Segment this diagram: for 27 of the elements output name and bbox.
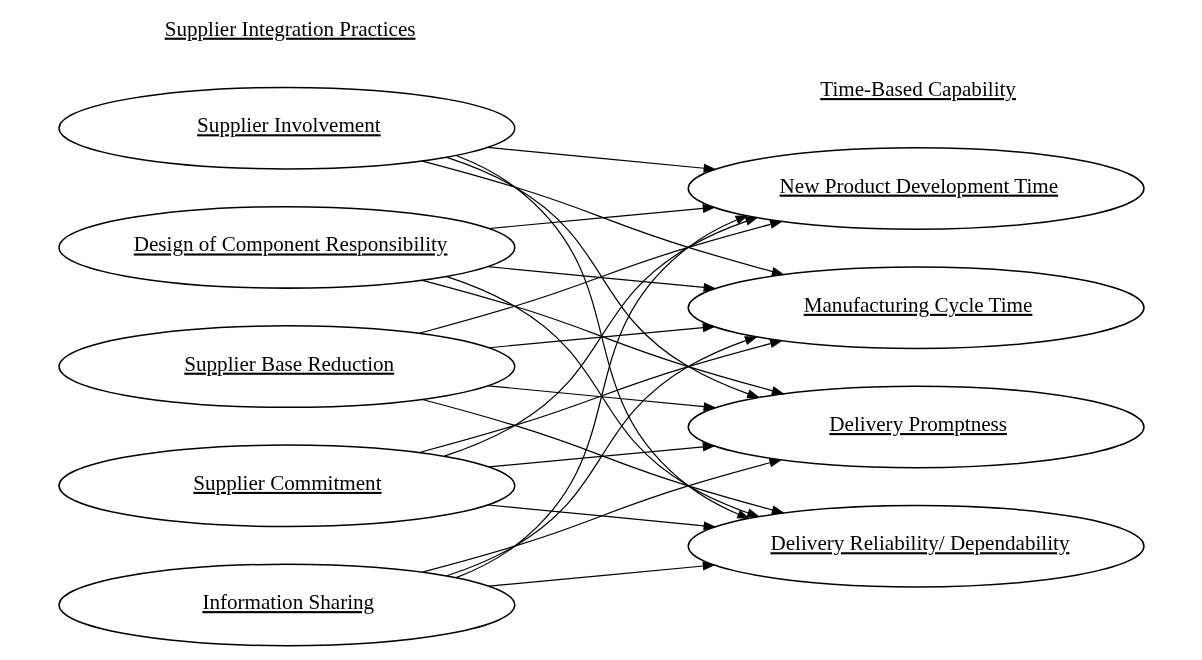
node-ellipse: Supplier Base Reduction — [57, 325, 515, 409]
arrow — [445, 156, 760, 399]
arrow — [421, 160, 785, 276]
arrow — [486, 504, 717, 531]
arrow — [421, 279, 785, 396]
arrow — [418, 219, 783, 334]
node-ellipse: Supplier Commitment — [57, 444, 515, 528]
arrow — [486, 266, 717, 292]
arrow — [486, 146, 717, 173]
node-ellipse: Information Sharing — [57, 563, 515, 647]
label: Supplier Integration Practices — [164, 16, 416, 41]
arrow — [455, 215, 749, 579]
arrow — [443, 216, 759, 457]
arrow — [488, 323, 716, 349]
node-ellipse: Design of Component Responsibility — [57, 205, 515, 289]
arrow — [486, 385, 717, 412]
arrow — [418, 339, 783, 454]
arrow — [445, 336, 758, 577]
arrow — [455, 154, 750, 519]
node-ellipse: Supplier Involvement — [57, 86, 515, 170]
arrow — [445, 276, 760, 518]
arrow — [488, 203, 716, 230]
arrow — [421, 398, 785, 515]
arrow — [488, 561, 716, 587]
arrow — [421, 458, 782, 573]
label: Time-Based Capability — [819, 77, 1016, 102]
arrow — [488, 442, 716, 468]
